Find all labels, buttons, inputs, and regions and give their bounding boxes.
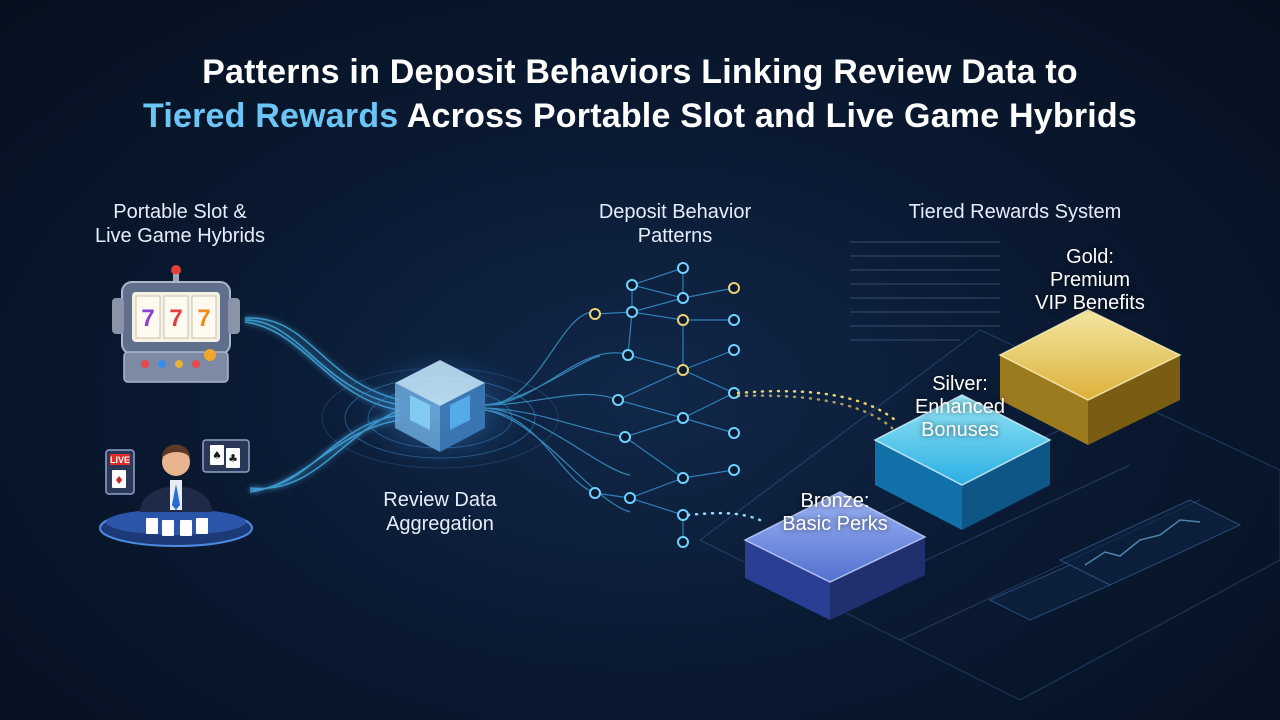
svg-text:7: 7: [197, 305, 210, 332]
svg-text:7: 7: [169, 305, 182, 332]
mini-chart-icon: [988, 499, 1242, 621]
live-dealer-icon: [99, 444, 253, 547]
fan-lines: [484, 311, 631, 513]
tier-silver-perk-2: Bonuses: [921, 419, 999, 441]
section-label-rewards: Tiered Rewards System: [908, 201, 1122, 223]
slot-machine-icon: 7 7 7: [112, 265, 240, 383]
tier-silver-block: [873, 394, 1052, 530]
data-table-graphic: [850, 241, 1000, 341]
tier-bronze-name: Bronze:: [800, 490, 870, 512]
tier-flow-dots: [686, 389, 897, 522]
title-line-2: Tiered Rewards Across Portable Slot and …: [0, 94, 1280, 138]
network-node-icon: [589, 262, 740, 548]
title-line-1: Patterns in Deposit Behaviors Linking Re…: [202, 53, 1078, 91]
section-label-source: Portable Slot & Live Game Hybrids: [60, 200, 300, 248]
section-label-patterns: Deposit Behavior Patterns: [560, 200, 790, 248]
tier-silver-perk-1: Enhanced: [914, 396, 1006, 418]
tier-gold-perk-2: VIP Benefits: [1035, 292, 1145, 314]
svg-text:7: 7: [141, 305, 154, 332]
svg-text:♠: ♠: [212, 449, 222, 462]
title-highlight: Tiered Rewards: [143, 97, 399, 135]
title-line-2-rest: Across Portable Slot and Live Game Hybri…: [398, 97, 1137, 135]
tier-gold-perk-1: Premium: [1049, 269, 1130, 291]
patterns-label-line-1: Deposit Behavior: [598, 201, 752, 223]
section-label-aggregation: Review Data Aggregation: [330, 488, 550, 536]
tier-silver-name: Silver:: [932, 373, 988, 395]
tier-gold-label: Gold: Premium VIP Benefits: [1010, 246, 1170, 315]
tier-bronze-perk: Basic Perks: [782, 513, 888, 535]
tier-bronze-block: [743, 491, 927, 620]
tier-gold-block: [998, 309, 1182, 445]
tier-silver-label: Silver: Enhanced Bonuses: [885, 373, 1035, 442]
diagram-title: Patterns in Deposit Behaviors Linking Re…: [0, 50, 1280, 138]
svg-text:♦: ♦: [114, 474, 124, 487]
patterns-label-line-2: Patterns: [637, 225, 713, 247]
source-label-line-2: Live Game Hybrids: [94, 225, 266, 247]
data-cube-icon: [395, 360, 485, 452]
svg-text:♣: ♣: [228, 452, 238, 465]
source-label-line-1: Portable Slot &: [113, 201, 247, 223]
aggregation-label-line-1: Review Data: [383, 489, 497, 511]
live-badge-text: LIVE: [110, 455, 130, 465]
live-badge: LIVE ♦: [105, 449, 135, 495]
tier-bronze-label: Bronze: Basic Perks: [760, 490, 910, 536]
playing-cards-icon: ♠ ♣: [202, 439, 250, 473]
aggregation-label-line-2: Aggregation: [386, 513, 494, 535]
tier-gold-name: Gold:: [1066, 246, 1114, 268]
